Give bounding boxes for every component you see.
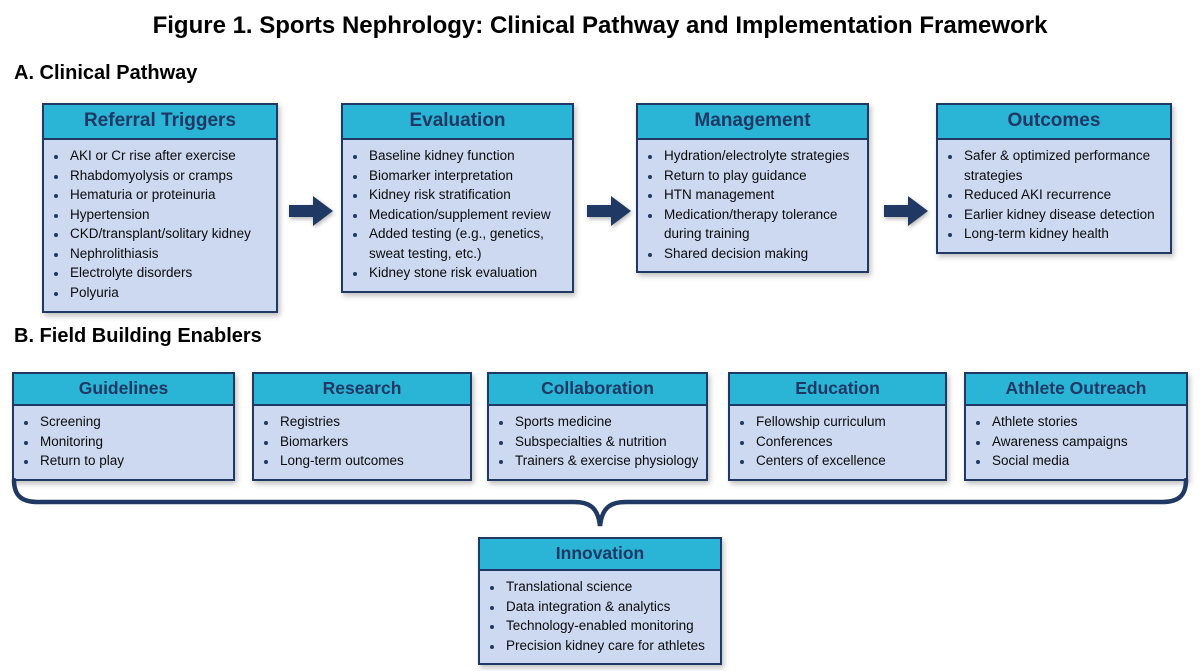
box-item-list: AKI or Cr rise after exercise Rhabdomyol… [44, 140, 276, 311]
box-title: Management [638, 105, 867, 140]
box-item-list: Safer & optimized performance strategies… [938, 140, 1170, 252]
enabler-box-collaboration: Collaboration Sports medicine Subspecial… [487, 372, 708, 481]
box-title: Outcomes [938, 105, 1170, 140]
box-item: Nephrolithiasis [68, 244, 270, 264]
pathway-box-management: Management Hydration/electrolyte strateg… [636, 103, 869, 274]
box-item-list: Registries Biomarkers Long-term outcomes [254, 406, 470, 479]
box-title: Guidelines [14, 374, 233, 406]
box-item: Conferences [754, 432, 939, 452]
pathway-box-evaluation: Evaluation Baseline kidney function Biom… [341, 103, 574, 293]
box-title: Evaluation [343, 105, 572, 140]
box-item: Biomarkers [278, 432, 464, 452]
enabler-box-research: Research Registries Biomarkers Long-term… [252, 372, 472, 481]
box-item: Social media [990, 451, 1180, 471]
box-item: Electrolyte disorders [68, 263, 270, 283]
box-item: Reduced AKI recurrence [962, 185, 1164, 205]
box-item: Data integration & analytics [504, 597, 714, 617]
box-title: Athlete Outreach [966, 374, 1186, 406]
box-item: Translational science [504, 577, 714, 597]
box-item: Safer & optimized performance strategies [962, 146, 1164, 185]
box-item: Awareness campaigns [990, 432, 1180, 452]
box-item: HTN management [662, 185, 861, 205]
box-item: Screening [38, 412, 227, 432]
box-item: Long-term kidney health [962, 224, 1164, 244]
box-item: Shared decision making [662, 244, 861, 264]
box-item-list: Fellowship curriculum Conferences Center… [730, 406, 945, 479]
box-item: Precision kidney care for athletes [504, 636, 714, 656]
box-item: Hydration/electrolyte strategies [662, 146, 861, 166]
box-item-list: Athlete stories Awareness campaigns Soci… [966, 406, 1186, 479]
box-item: Sports medicine [513, 412, 700, 432]
box-title: Education [730, 374, 945, 406]
box-title: Research [254, 374, 470, 406]
box-item: Biomarker interpretation [367, 166, 566, 186]
box-item: Monitoring [38, 432, 227, 452]
section-a-heading: A. Clinical Pathway [14, 62, 198, 84]
box-item-list: Hydration/electrolyte strategies Return … [638, 140, 867, 271]
box-item: Medication/supplement review [367, 205, 566, 225]
box-item: Kidney stone risk evaluation [367, 263, 566, 283]
box-item-list: Screening Monitoring Return to play [14, 406, 233, 479]
box-item-list: Translational science Data integration &… [480, 571, 720, 663]
brace-icon [10, 477, 1190, 530]
box-title: Innovation [480, 539, 720, 571]
box-item: Kidney risk stratification [367, 185, 566, 205]
pathway-box-referral-triggers: Referral Triggers AKI or Cr rise after e… [42, 103, 278, 313]
box-item: Baseline kidney function [367, 146, 566, 166]
box-item: Long-term outcomes [278, 451, 464, 471]
enabler-box-education: Education Fellowship curriculum Conferen… [728, 372, 947, 481]
box-item: Trainers & exercise physiology [513, 451, 700, 471]
box-item-list: Sports medicine Subspecialties & nutriti… [489, 406, 706, 479]
box-item: AKI or Cr rise after exercise [68, 146, 270, 166]
box-item: Added testing (e.g., genetics, sweat tes… [367, 224, 566, 263]
box-item: Hematuria or proteinuria [68, 185, 270, 205]
section-b-heading: B. Field Building Enablers [14, 325, 262, 347]
box-item: Return to play guidance [662, 166, 861, 186]
box-item-list: Baseline kidney function Biomarker inter… [343, 140, 572, 291]
box-item: Earlier kidney disease detection [962, 205, 1164, 225]
box-item: Subspecialties & nutrition [513, 432, 700, 452]
box-item: Polyuria [68, 283, 270, 303]
box-title: Collaboration [489, 374, 706, 406]
box-title: Referral Triggers [44, 105, 276, 140]
box-item: Registries [278, 412, 464, 432]
flow-arrow-icon [884, 196, 928, 226]
box-item: CKD/transplant/solitary kidney [68, 224, 270, 244]
innovation-box: Innovation Translational science Data in… [478, 537, 722, 666]
enabler-box-athlete-outreach: Athlete Outreach Athlete stories Awarene… [964, 372, 1188, 481]
flow-arrow-icon [289, 196, 333, 226]
box-item: Fellowship curriculum [754, 412, 939, 432]
box-item: Technology-enabled monitoring [504, 616, 714, 636]
box-item: Medication/therapy tolerance during trai… [662, 205, 861, 244]
box-item: Centers of excellence [754, 451, 939, 471]
box-item: Hypertension [68, 205, 270, 225]
enabler-box-guidelines: Guidelines Screening Monitoring Return t… [12, 372, 235, 481]
box-item: Rhabdomyolysis or cramps [68, 166, 270, 186]
pathway-box-outcomes: Outcomes Safer & optimized performance s… [936, 103, 1172, 254]
flow-arrow-icon [587, 196, 631, 226]
figure-title: Figure 1. Sports Nephrology: Clinical Pa… [152, 12, 1048, 39]
box-item: Athlete stories [990, 412, 1180, 432]
box-item: Return to play [38, 451, 227, 471]
